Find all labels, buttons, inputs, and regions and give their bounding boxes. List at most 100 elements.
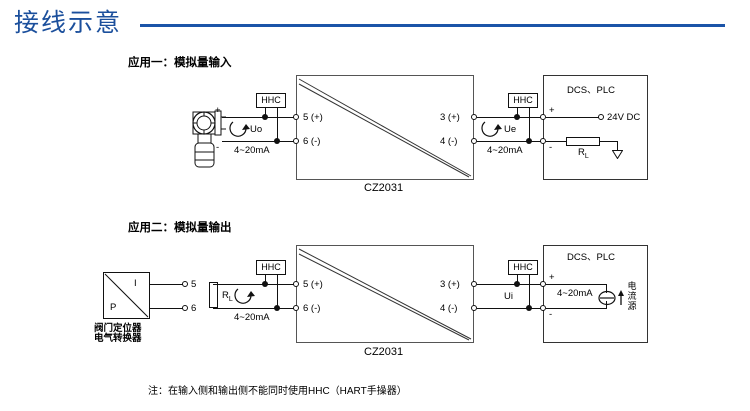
app2-output-hhc-node-2 bbox=[526, 305, 532, 311]
app2-dcs-terminal-minus bbox=[540, 305, 546, 311]
app2-output-hhc-lead-1 bbox=[517, 275, 518, 285]
app2-dcs-box bbox=[543, 245, 648, 343]
app2-ip-terminal-label-6: 6 bbox=[191, 303, 197, 314]
app1-load-resistor bbox=[566, 137, 600, 146]
app1-ground-lead bbox=[617, 141, 618, 151]
app2-input-current-arrow-icon bbox=[234, 288, 255, 304]
app2-ip-wire-6 bbox=[150, 308, 183, 309]
page-title: 接线示意 bbox=[14, 9, 123, 37]
app1-module-terminal-5 bbox=[293, 114, 299, 120]
app1-input-voltage-label: Uo bbox=[250, 124, 263, 135]
app2-module-name: CZ2031 bbox=[364, 346, 404, 358]
app2-input-hhc-node-1 bbox=[262, 281, 268, 287]
app2-input-hhc-lead-1 bbox=[265, 275, 266, 285]
app2-module-terminal-6 bbox=[293, 305, 299, 311]
app2-input-plus-wire bbox=[213, 284, 297, 285]
app2-ip-terminal-label-5: 5 bbox=[191, 279, 197, 290]
app1-output-hhc-box: HHC bbox=[508, 93, 538, 108]
app2-module-right-label-3: 3 (+) bbox=[440, 279, 460, 290]
app2-module-right-label-4: 4 (-) bbox=[440, 303, 458, 314]
app1-input-hhc-lead-1 bbox=[265, 108, 266, 118]
app1-input-plus-wire bbox=[222, 117, 297, 118]
app1-output-hhc-node-2 bbox=[526, 138, 532, 144]
app2-dcs-plus: + bbox=[549, 272, 555, 283]
app2-input-hhc-node-2 bbox=[274, 305, 280, 311]
app1-output-voltage-label: Ue bbox=[504, 124, 517, 135]
app1-module-right-label-4: 4 (-) bbox=[440, 136, 458, 147]
app1-dcs-terminal-plus bbox=[540, 114, 546, 120]
app1-supply-wire bbox=[546, 117, 601, 118]
app1-module-terminal-3 bbox=[471, 114, 477, 120]
app1-supply-terminal bbox=[598, 114, 604, 120]
app2-module-terminal-4 bbox=[471, 305, 477, 311]
app2-ip-bottom-label: P bbox=[110, 302, 117, 313]
app2-load-resistor bbox=[209, 282, 218, 308]
app1-output-hhc-lead-1 bbox=[517, 108, 518, 118]
app1-load-wire-left bbox=[546, 141, 566, 142]
app2-ip-caption-line2: 电气转换器 bbox=[94, 333, 142, 344]
app2-source-wire-top bbox=[546, 284, 607, 285]
app1-output-hhc-lead-2 bbox=[529, 108, 530, 142]
app2-ip-converter-box bbox=[103, 272, 150, 319]
app2-ip-terminal-5 bbox=[182, 281, 188, 287]
app1-input-current-arrow-icon bbox=[229, 121, 250, 137]
app2-dcs-terminal-plus bbox=[540, 281, 546, 287]
app1-input-minus-wire bbox=[222, 141, 297, 142]
app2-output-hhc-lead-2 bbox=[529, 275, 530, 309]
app1-module-terminal-6 bbox=[293, 138, 299, 144]
app2-ip-top-label: I bbox=[134, 278, 137, 289]
app2-output-minus-wire bbox=[477, 308, 543, 309]
app1-output-plus-wire bbox=[477, 117, 543, 118]
app2-ip-wire-5 bbox=[150, 284, 183, 285]
app2-load-resistor-label: RL bbox=[222, 290, 233, 303]
app2-module-left-label-6: 6 (-) bbox=[303, 303, 321, 314]
app1-load-wire-right bbox=[600, 141, 618, 142]
app2-module-terminal-5 bbox=[293, 281, 299, 287]
app1-module-left-label-6: 6 (-) bbox=[303, 136, 321, 147]
app2-output-plus-wire bbox=[477, 284, 543, 285]
app1-input-hhc-lead-2 bbox=[277, 108, 278, 142]
app1-output-hhc-node-1 bbox=[514, 114, 520, 120]
app1-source-minus: - bbox=[216, 142, 220, 153]
app1-module-terminal-4 bbox=[471, 138, 477, 144]
app2-output-hhc-box: HHC bbox=[508, 260, 538, 275]
app1-dcs-title: DCS、PLC bbox=[567, 85, 616, 96]
app1-dcs-minus: - bbox=[549, 142, 553, 153]
app2-output-hhc-node-1 bbox=[514, 281, 520, 287]
app2-module-left-label-5: 5 (+) bbox=[303, 279, 323, 290]
app2-source-wire-bottom bbox=[546, 308, 607, 309]
app1-output-current-arrow-icon bbox=[481, 121, 502, 137]
header-rule bbox=[140, 24, 725, 27]
app2-module-box bbox=[296, 245, 474, 343]
app1-input-hhc-node-1 bbox=[262, 114, 268, 120]
app1-module-name: CZ2031 bbox=[364, 182, 404, 194]
application-2-title: 应用二：模拟量输出 bbox=[128, 222, 232, 234]
footnote: 注：在输入侧和输出侧不能同时使用HHC（HART手操器） bbox=[148, 386, 407, 397]
app2-dcs-title: DCS、PLC bbox=[567, 252, 616, 263]
app1-load-resistor-label: RL bbox=[578, 147, 589, 160]
app1-source-plus: + bbox=[215, 105, 221, 116]
app1-input-hhc-box: HHC bbox=[256, 93, 286, 108]
app1-ground-symbol-icon bbox=[612, 150, 623, 159]
app2-source-label-2: 流 bbox=[627, 291, 637, 301]
app1-output-minus-wire bbox=[477, 141, 543, 142]
app1-dcs-plus: + bbox=[549, 105, 555, 116]
app1-input-hhc-node-2 bbox=[274, 138, 280, 144]
application-1-title: 应用一：模拟量输入 bbox=[128, 57, 232, 69]
app1-input-current-label: 4~20mA bbox=[234, 145, 270, 156]
app1-dcs-box bbox=[543, 75, 648, 180]
current-source-icon bbox=[598, 290, 624, 306]
app1-dcs-terminal-minus bbox=[540, 138, 546, 144]
app2-source-lead-top bbox=[606, 284, 607, 293]
app2-input-hhc-box: HHC bbox=[256, 260, 286, 275]
app2-module-terminal-3 bbox=[471, 281, 477, 287]
app2-input-hhc-lead-2 bbox=[277, 275, 278, 309]
app2-host-current-label: 4~20mA bbox=[557, 288, 593, 299]
app2-source-label-1: 电 bbox=[627, 281, 637, 291]
app1-module-right-label-3: 3 (+) bbox=[440, 112, 460, 123]
app1-output-current-label: 4~20mA bbox=[487, 145, 523, 156]
app2-ip-terminal-6 bbox=[182, 305, 188, 311]
app2-input-current-label: 4~20mA bbox=[234, 312, 270, 323]
app1-module-box bbox=[296, 75, 474, 180]
